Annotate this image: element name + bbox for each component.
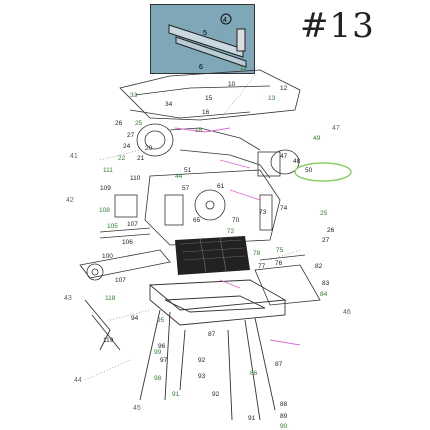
callout-89: 89 bbox=[280, 413, 288, 420]
callout-20: 20 bbox=[145, 145, 153, 152]
marginal-ref: 46 bbox=[343, 309, 351, 316]
inset-drawing: 4 5 6 7 bbox=[168, 13, 247, 71]
callout-87: 87 bbox=[275, 361, 283, 368]
callout-11: 11 bbox=[240, 65, 247, 72]
callout-99: 99 bbox=[154, 349, 162, 356]
marginal-refs: 41 42 43 44 45 46 47 bbox=[64, 125, 351, 412]
callout-92: 92 bbox=[212, 391, 220, 398]
callout-74: 74 bbox=[280, 205, 288, 212]
highlight-ellipse-50 bbox=[294, 162, 352, 182]
callout-91: 91 bbox=[172, 391, 180, 398]
callout-50: 50 bbox=[305, 167, 313, 174]
highlight-marks bbox=[174, 127, 301, 346]
callout-107: 107 bbox=[127, 221, 138, 228]
leader-lines bbox=[84, 74, 301, 381]
callout-96: 96 bbox=[158, 343, 166, 350]
callout-26: 26 bbox=[327, 227, 335, 234]
arm-assembly bbox=[119, 69, 301, 179]
callout-33: 33 bbox=[130, 92, 138, 99]
callout-94: 94 bbox=[131, 315, 139, 322]
callout-61: 61 bbox=[217, 183, 225, 190]
callout-82: 82 bbox=[315, 263, 323, 270]
callout-76: 76 bbox=[275, 260, 283, 267]
callout-88: 88 bbox=[280, 401, 288, 408]
callout-92: 92 bbox=[198, 357, 206, 364]
callout-47: 47 bbox=[280, 153, 288, 160]
marginal-ref: 47 bbox=[332, 125, 340, 132]
inset-label-5: 5 bbox=[203, 30, 207, 37]
callout-95: 95 bbox=[157, 317, 165, 324]
blade-guard bbox=[144, 169, 281, 246]
callout-16: 16 bbox=[202, 109, 210, 116]
callout-107: 107 bbox=[115, 277, 126, 284]
callout-22: 22 bbox=[118, 155, 126, 162]
callout-51: 51 bbox=[184, 167, 192, 174]
inset-detail: 4 5 6 7 bbox=[150, 4, 255, 74]
callout-100: 100 bbox=[102, 253, 113, 260]
callout-72: 72 bbox=[227, 228, 235, 235]
marginal-ref: 41 bbox=[70, 153, 78, 160]
callout-18: 18 bbox=[195, 127, 203, 134]
callout-49: 49 bbox=[313, 135, 321, 142]
cutting-table bbox=[175, 236, 250, 275]
callout-25: 25 bbox=[320, 210, 328, 217]
callout-86: 86 bbox=[250, 370, 258, 377]
callout-78: 78 bbox=[253, 250, 261, 257]
callout-84: 84 bbox=[320, 291, 328, 298]
callout-10: 10 bbox=[228, 81, 236, 88]
callout-57: 57 bbox=[182, 185, 190, 192]
callout-73: 73 bbox=[259, 209, 267, 216]
marginal-ref: 42 bbox=[66, 197, 74, 204]
page-number: #13 bbox=[300, 6, 375, 46]
marginal-ref: 43 bbox=[64, 295, 72, 302]
stand-frame bbox=[84, 279, 287, 421]
callout-111: 111 bbox=[103, 167, 113, 174]
callout-119: 119 bbox=[103, 337, 114, 344]
callout-105: 105 bbox=[107, 223, 118, 230]
callout-21: 21 bbox=[137, 155, 145, 162]
callout-27: 27 bbox=[127, 132, 135, 139]
callout-44: 44 bbox=[175, 173, 183, 180]
rail-assembly bbox=[79, 194, 321, 306]
callout-91: 91 bbox=[248, 415, 256, 422]
inset-label-4: 4 bbox=[223, 17, 227, 24]
callout-87: 87 bbox=[208, 331, 216, 338]
callout-106: 106 bbox=[122, 239, 133, 246]
callout-75: 75 bbox=[276, 247, 284, 254]
callout-26: 26 bbox=[115, 120, 123, 127]
callout-27: 27 bbox=[322, 237, 330, 244]
callout-90: 90 bbox=[280, 423, 288, 430]
callout-98: 98 bbox=[154, 375, 162, 382]
callout-109: 109 bbox=[100, 185, 111, 192]
callout-12: 12 bbox=[280, 85, 288, 92]
callout-70: 70 bbox=[232, 217, 240, 224]
callout-108: 108 bbox=[99, 207, 110, 214]
marginal-ref: 45 bbox=[133, 405, 141, 412]
callout-48: 48 bbox=[293, 158, 301, 165]
callout-93: 93 bbox=[198, 373, 206, 380]
callout-13: 13 bbox=[268, 95, 276, 102]
marginal-ref: 44 bbox=[74, 377, 82, 384]
callout-118: 118 bbox=[105, 295, 116, 302]
inset-label-6: 6 bbox=[199, 64, 203, 71]
callout-34: 34 bbox=[165, 101, 173, 108]
callout-77: 77 bbox=[258, 263, 266, 270]
callout-97: 97 bbox=[160, 357, 168, 364]
callout-110: 110 bbox=[130, 175, 141, 182]
callout-15: 15 bbox=[205, 95, 213, 102]
callout-25: 25 bbox=[135, 120, 143, 127]
callout-24: 24 bbox=[123, 143, 131, 150]
callout-65: 65 bbox=[193, 217, 201, 224]
callout-83: 83 bbox=[322, 280, 330, 287]
